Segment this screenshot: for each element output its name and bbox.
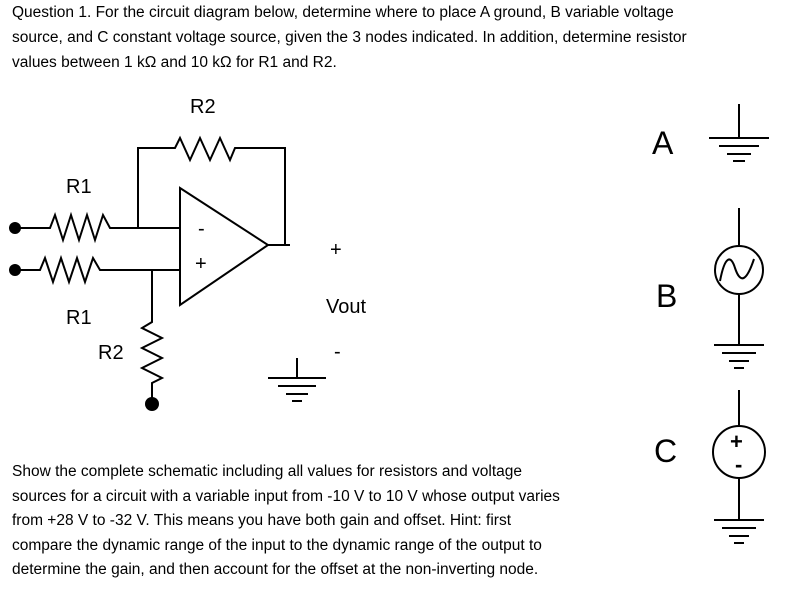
- a-label: A: [652, 125, 674, 161]
- body-line-2: sources for a circuit with a variable in…: [12, 487, 560, 505]
- r1-bottom-label: R1: [66, 307, 92, 329]
- noninverting-node-wire: [139, 270, 165, 402]
- r2-top-label: R2: [190, 96, 216, 118]
- body-line-3: from +28 V to -32 V. This means you have…: [12, 512, 512, 529]
- b-variable-source-symbol: [714, 208, 764, 369]
- vout-minus-label: -: [334, 341, 341, 363]
- question-text: Question 1. For the circuit diagram belo…: [12, 0, 802, 75]
- c-label: C: [654, 433, 677, 469]
- instructions-text: Show the complete schematic including al…: [12, 460, 632, 583]
- a-ground-symbol: [709, 104, 769, 162]
- input-node-dot-top: [9, 222, 21, 234]
- feedback-resistor-r2: [137, 135, 286, 245]
- c-source-plus: +: [730, 429, 743, 454]
- input-node-dot-bottom: [9, 264, 21, 276]
- input-resistor-r1-bottom: [15, 254, 180, 286]
- vout-label: Vout: [326, 296, 366, 318]
- body-line-4: compare the dynamic range of the input t…: [12, 536, 542, 554]
- b-label: B: [656, 278, 677, 314]
- question-line-3: values between 1 kΩ and 10 kΩ for R1 and…: [12, 54, 337, 71]
- opamp-minus-label: -: [198, 218, 205, 240]
- c-constant-source-symbol: [712, 390, 766, 544]
- c-source-minus: -: [735, 452, 742, 477]
- opamp-plus-label: +: [195, 253, 207, 275]
- body-line-1: Show the complete schematic including al…: [12, 463, 523, 480]
- r1-top-label: R1: [66, 176, 92, 198]
- r2-bottom-label: R2: [98, 342, 124, 364]
- body-line-5: determine the gain, and then account for…: [12, 561, 539, 578]
- opamp-triangle: [179, 186, 270, 307]
- question-line-2: source, and C constant voltage source, g…: [12, 29, 687, 46]
- r2-bottom-node-dot: [145, 397, 159, 411]
- question-line-1: Question 1. For the circuit diagram belo…: [12, 4, 674, 21]
- vout-plus-label: +: [330, 239, 342, 261]
- input-resistor-r1-top: [15, 211, 118, 244]
- vout-ground-symbol: [268, 358, 326, 402]
